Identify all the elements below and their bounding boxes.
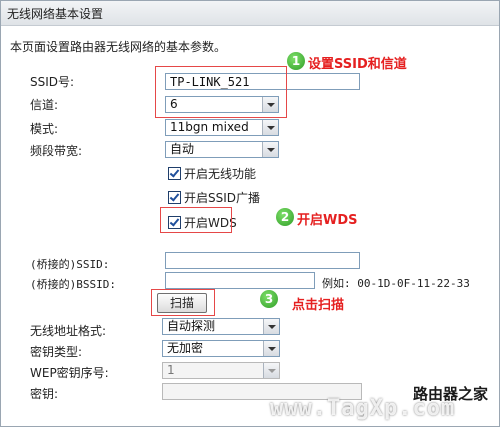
wep-index-select[interactable]: 1 [162,362,280,379]
addr-format-label: 无线地址格式: [30,324,107,338]
bridge-bssid-label: (桥接的)BSSID: [30,278,116,291]
watermark-brand: 路由器之家 [412,385,488,403]
addr-format-select-value: 自动探测 [167,319,216,333]
intro-text: 本页面设置路由器无线网络的基本参数。 [10,40,227,54]
mode-select[interactable]: 11bgn mixed [165,119,279,136]
step-1-badge: 1 [287,52,305,70]
bridge-ssid-input[interactable] [165,252,360,269]
step-3-badge: 3 [260,290,278,308]
key-type-label: 密钥类型: [30,345,83,359]
bridge-ssid-label: (桥接的)SSID: [30,258,110,271]
chevron-down-icon[interactable] [263,363,279,378]
key-input[interactable] [162,383,362,400]
bridge-bssid-input[interactable] [165,272,315,289]
channel-label: 信道: [30,98,59,112]
key-label: 密钥: [30,387,59,401]
chevron-down-icon[interactable] [263,319,279,334]
step-2-badge: 2 [276,208,294,226]
wep-index-select-value: 1 [167,363,175,377]
highlight-box-ssid-channel [155,66,287,118]
wep-index-label: WEP密钥序号: [30,366,109,380]
mode-label: 模式: [30,122,59,136]
key-type-select-value: 无加密 [167,341,204,355]
step-3-note: 点击扫描 [292,298,345,313]
step-1-note: 设置SSID和信道 [308,57,407,72]
chevron-down-icon[interactable] [262,97,278,112]
chevron-down-icon[interactable] [262,120,278,135]
enable-wds-checkbox[interactable]: 开启WDS [168,214,237,231]
bandwidth-label: 频段带宽: [30,144,83,158]
enable-ssid-broadcast-label: 开启SSID广播 [184,191,261,205]
enable-wireless-checkbox[interactable]: 开启无线功能 [168,165,256,182]
channel-select[interactable]: 6 [165,96,279,113]
channel-select-value: 6 [170,97,178,111]
bandwidth-select-value: 自动 [170,142,195,156]
enable-ssid-broadcast-checkbox[interactable]: 开启SSID广播 [168,189,260,206]
highlight-box-wds [160,207,232,233]
chevron-down-icon[interactable] [262,142,278,157]
enable-wireless-label: 开启无线功能 [184,167,257,181]
panel-title-bar: 无线网络基本设置 [1,1,499,26]
scan-button[interactable]: 扫描 [157,293,207,313]
bssid-example-text: 例如: 00-1D-0F-11-22-33 [322,277,470,290]
checkbox-checked-icon[interactable] [168,191,181,204]
addr-format-select[interactable]: 自动探测 [162,318,280,335]
checkbox-checked-icon[interactable] [168,216,181,229]
ssid-label: SSID号: [30,75,75,89]
panel-title: 无线网络基本设置 [7,7,104,21]
watermark-url: www.TagXp.com [270,396,456,421]
chevron-down-icon[interactable] [263,341,279,356]
highlight-box-scan [151,289,215,316]
enable-wds-label: 开启WDS [184,216,237,230]
step-2-note: 开启WDS [297,213,358,228]
key-type-select[interactable]: 无加密 [162,340,280,357]
bandwidth-select[interactable]: 自动 [165,141,279,158]
mode-select-value: 11bgn mixed [170,120,249,134]
checkbox-checked-icon[interactable] [168,167,181,180]
ssid-input[interactable]: TP-LINK_521 [165,73,360,90]
